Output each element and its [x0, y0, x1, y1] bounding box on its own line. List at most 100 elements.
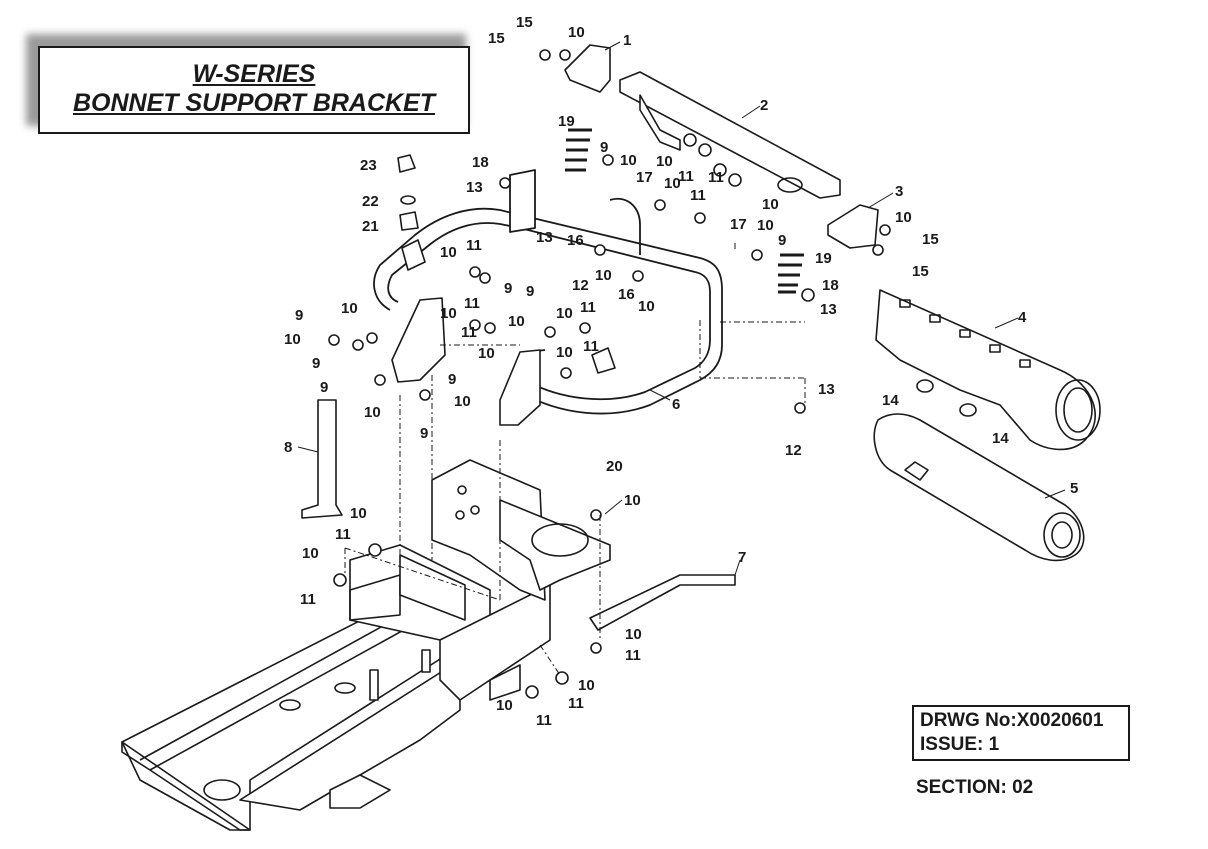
chassis-frame — [121, 544, 551, 831]
callout-15-c: 15 — [922, 231, 939, 248]
callout-12-a: 12 — [572, 277, 589, 294]
callout-15-d: 15 — [912, 263, 929, 280]
issue-value: 1 — [988, 734, 1000, 755]
callout-2: 2 — [760, 97, 768, 114]
section-label-row: SECTION: 02 — [916, 777, 1033, 799]
callout-10-c: 10 — [656, 153, 673, 170]
callout-10-o: 10 — [284, 331, 301, 348]
grommets — [916, 379, 977, 417]
item7-bracket — [589, 574, 736, 631]
callout-16-a: 16 — [567, 232, 584, 249]
callout-18-b: 18 — [822, 277, 839, 294]
callout-11-g: 11 — [461, 324, 477, 341]
callout-3: 3 — [895, 183, 903, 200]
callout-13-c: 13 — [820, 301, 837, 318]
callout-9-h: 9 — [448, 371, 456, 388]
support-tube-frame — [373, 169, 723, 415]
callout-10-y: 10 — [496, 697, 513, 714]
item2-bar — [619, 71, 841, 199]
callout-13-a: 13 — [466, 179, 483, 196]
left-brackets — [391, 239, 616, 426]
callout-11-a: 11 — [678, 168, 694, 185]
callout-13-b: 13 — [536, 229, 553, 246]
callout-9-g: 9 — [320, 379, 328, 396]
drwg-label: DRWG No: — [920, 710, 1017, 731]
callout-11-d: 11 — [466, 237, 482, 254]
callout-9-f: 9 — [312, 355, 320, 372]
item1-plate — [564, 44, 611, 93]
callout-10-b: 10 — [620, 152, 637, 169]
callout-9-a: 9 — [600, 139, 608, 156]
leader-lines — [297, 41, 1066, 576]
item8-bracket — [301, 399, 343, 519]
callout-10-u: 10 — [350, 505, 367, 522]
callout-15-a: 15 — [516, 14, 533, 31]
hardware-stack — [397, 154, 419, 231]
rear-plate — [431, 459, 611, 601]
callout-11-f: 11 — [580, 299, 596, 316]
callout-10-i: 10 — [595, 267, 612, 284]
callout-10-s: 10 — [454, 393, 471, 410]
callout-19-a: 19 — [558, 113, 575, 130]
callout-11-b: 11 — [708, 169, 724, 186]
callout-10-k: 10 — [341, 300, 358, 317]
callout-10-m: 10 — [508, 313, 525, 330]
callout-1: 1 — [623, 32, 631, 49]
drwg-value: X0020601 — [1016, 710, 1104, 731]
callout-10-h: 10 — [440, 244, 457, 261]
callout-10-g: 10 — [757, 217, 774, 234]
callout-10-l: 10 — [440, 305, 457, 322]
callout-14-a: 14 — [882, 392, 899, 409]
callout-16-b: 16 — [618, 286, 635, 303]
callout-10-j: 10 — [638, 298, 655, 315]
callout-10-r: 10 — [364, 404, 381, 421]
fasteners — [328, 49, 891, 699]
callout-10-e: 10 — [762, 196, 779, 213]
callout-8: 8 — [284, 439, 292, 456]
callout-9-d: 9 — [526, 283, 534, 300]
callout-17-b: 17 — [730, 216, 747, 233]
callout-19-b: 19 — [815, 250, 832, 267]
title-part: BONNET SUPPORT BRACKET — [72, 89, 436, 117]
title-series: W-SERIES — [192, 60, 316, 88]
callout-11-k: 11 — [625, 647, 641, 664]
callout-10-f: 10 — [895, 209, 912, 226]
callout-14-b: 14 — [992, 430, 1009, 447]
issue-label: ISSUE: — [920, 734, 984, 755]
callout-9-e: 9 — [295, 307, 303, 324]
callout-labels: 1 2 3 4 5 6 7 8 12 12 13 13 13 13 14 14 … — [284, 14, 1078, 729]
callout-7: 7 — [738, 549, 746, 566]
callout-10-n: 10 — [556, 305, 573, 322]
spring-right — [778, 253, 804, 294]
callout-23: 23 — [360, 157, 377, 174]
callout-10-t: 10 — [624, 492, 641, 509]
heat-shield — [875, 289, 1101, 451]
callout-9-c: 9 — [504, 280, 512, 297]
callout-12-b: 12 — [785, 442, 802, 459]
callout-10-q: 10 — [556, 344, 573, 361]
callout-10-w: 10 — [625, 626, 642, 643]
callout-11-l: 11 — [568, 695, 584, 712]
callout-11-m: 11 — [536, 712, 552, 729]
callout-11-h: 11 — [583, 338, 599, 355]
callout-9-i: 9 — [420, 425, 428, 442]
drawing-number-box: DRWG No:X0020601 ISSUE: 1 — [912, 705, 1130, 761]
muffler — [873, 413, 1085, 562]
callout-11-c: 11 — [690, 187, 706, 204]
callout-13-d: 13 — [818, 381, 835, 398]
item3-plate — [827, 204, 879, 249]
callout-9-b: 9 — [778, 232, 786, 249]
callout-10-x: 10 — [578, 677, 595, 694]
callout-6: 6 — [672, 396, 680, 413]
section-value: 02 — [1012, 777, 1034, 798]
callout-10-v: 10 — [302, 545, 319, 562]
callout-11-i: 11 — [335, 526, 351, 543]
callout-11-e: 11 — [464, 295, 480, 312]
callout-5: 5 — [1070, 480, 1078, 497]
spring-left — [565, 128, 592, 172]
callout-10-d: 10 — [664, 175, 681, 192]
callout-4: 4 — [1018, 309, 1027, 326]
title-box: W-SERIES BONNET SUPPORT BRACKET — [38, 46, 470, 134]
callout-18-a: 18 — [472, 154, 489, 171]
